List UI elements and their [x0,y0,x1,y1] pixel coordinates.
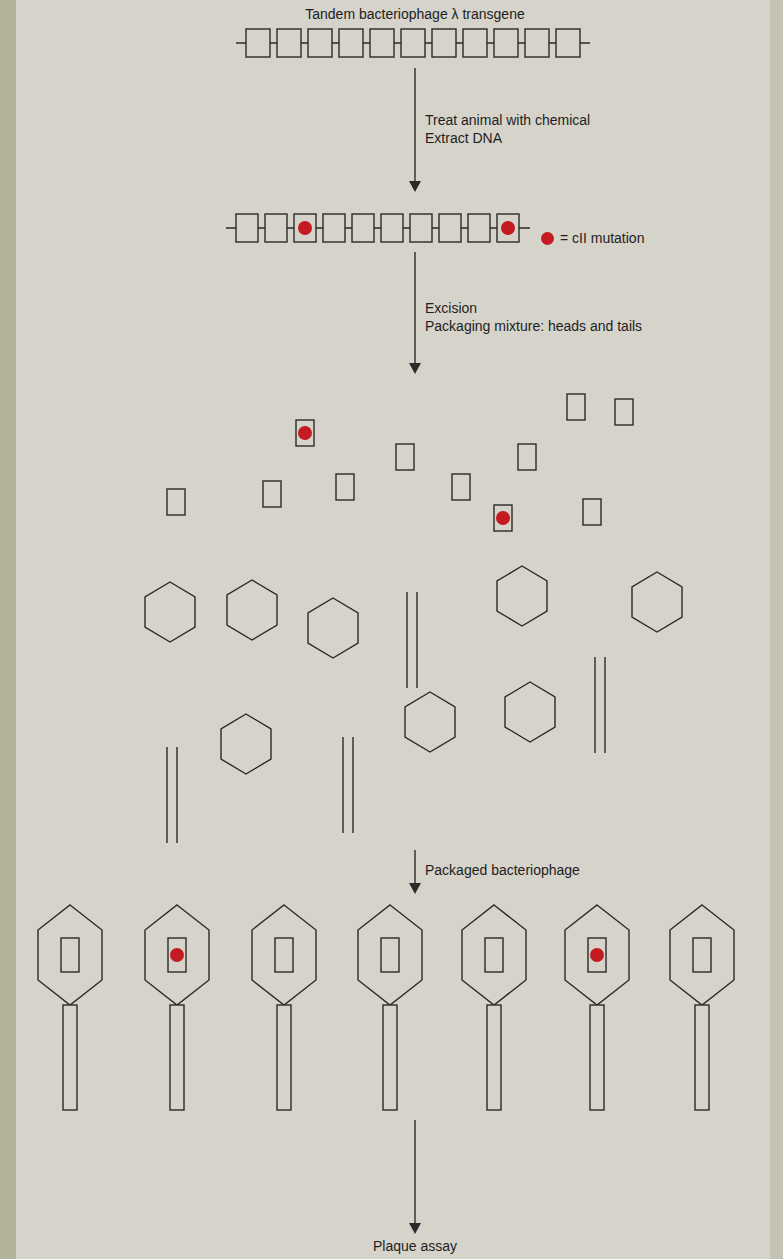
legend-text: = cII mutation [560,230,644,247]
step-label: Packaging mixture: heads and tails [425,318,642,335]
step-label: Excision [425,300,477,317]
step-label: Plaque assay [373,1238,457,1255]
legend-swatch [541,232,554,245]
step-label: Tandem bacteriophage λ transgene [305,6,524,23]
step-label: Packaged bacteriophage [425,862,580,879]
step-label: Treat animal with chemical [425,112,590,129]
step-label: Extract DNA [425,130,502,147]
